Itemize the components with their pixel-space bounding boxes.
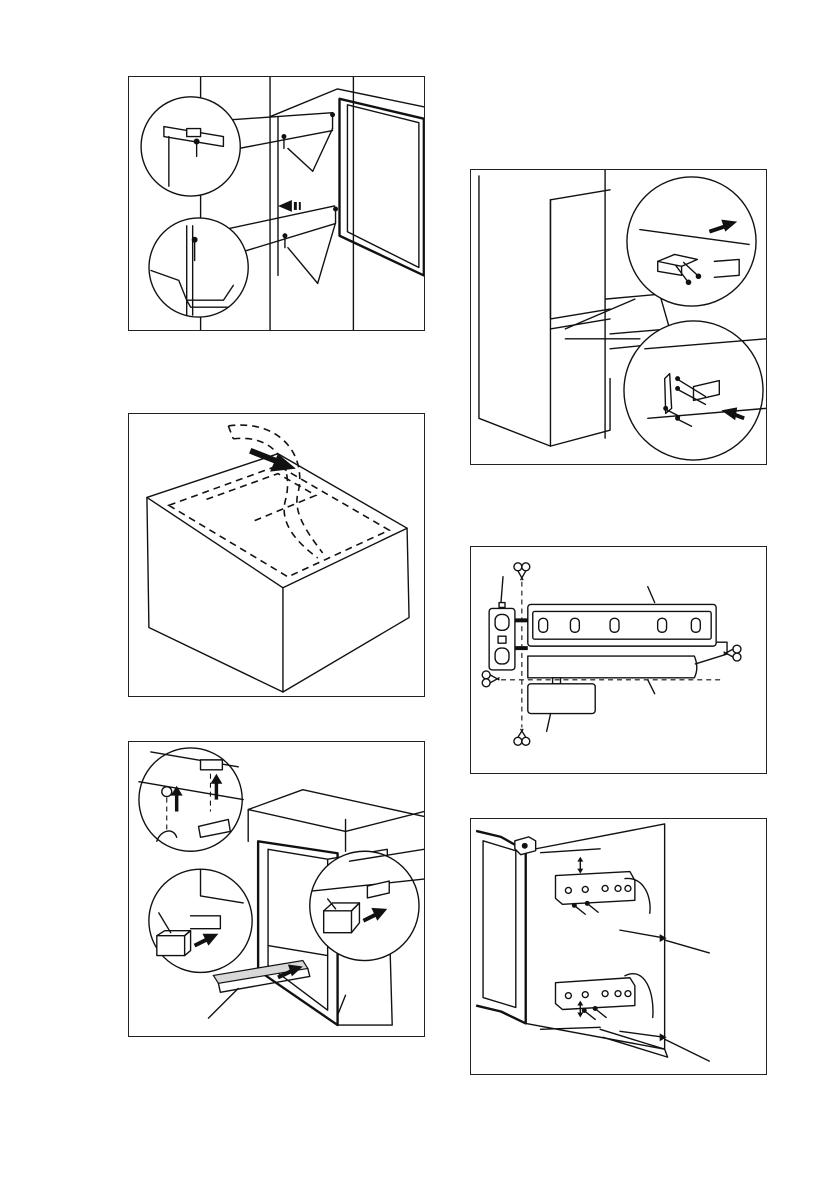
figure-cut-parts bbox=[470, 546, 767, 774]
figure-door-brackets bbox=[470, 169, 767, 465]
page-footer bbox=[0, 1186, 840, 1192]
insert-arrow-icon bbox=[278, 200, 301, 212]
magnify-callout-icon bbox=[141, 97, 248, 317]
scissors-icon bbox=[482, 563, 741, 745]
figure-bracket-positioning bbox=[470, 818, 767, 1075]
screw-icon bbox=[281, 112, 338, 247]
figure-tape-removal bbox=[128, 413, 425, 697]
figure-hinge-screws bbox=[128, 76, 425, 331]
figure-cover-installation bbox=[128, 741, 425, 1037]
